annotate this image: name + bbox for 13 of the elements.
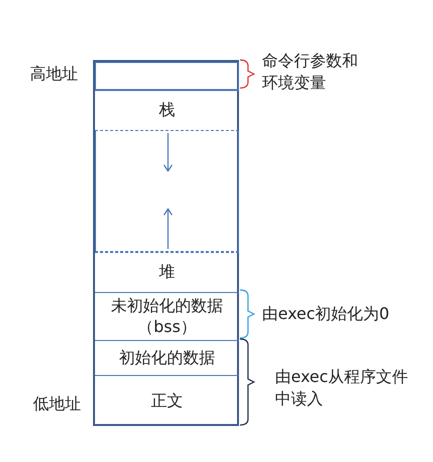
memory-column xyxy=(93,60,239,426)
memory-segment: 未初始化的数据（bss） xyxy=(95,292,239,340)
memory-segment xyxy=(95,62,239,90)
memory-gap xyxy=(95,130,239,252)
address-label: 低地址 xyxy=(33,393,82,415)
address-label: 高地址 xyxy=(30,63,79,85)
memory-segment: 堆 xyxy=(95,252,239,292)
memory-segment: 正文 xyxy=(95,375,239,426)
memory-segment: 初始化的数据 xyxy=(95,340,239,375)
annotation: 命令行参数和环境变量 xyxy=(262,50,359,94)
annotation: 由exec初始化为0 xyxy=(262,303,390,325)
annotation: 由exec从程序文件中读入 xyxy=(275,366,410,410)
memory-segment: 栈 xyxy=(95,90,239,130)
